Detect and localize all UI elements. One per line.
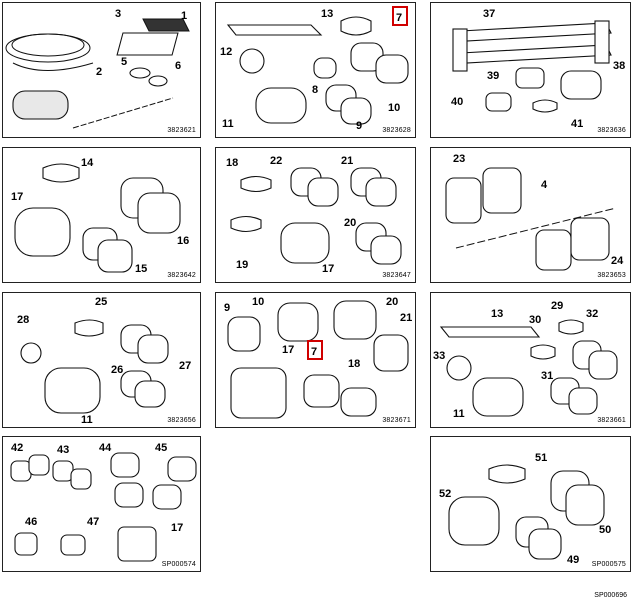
callout-label: 20 xyxy=(344,217,356,229)
callout-label: 44 xyxy=(99,442,112,454)
callout-label: 17 xyxy=(11,191,23,203)
callout-label: 47 xyxy=(87,516,99,528)
callout-label: 11 xyxy=(222,118,234,130)
callout-label: 23 xyxy=(453,153,465,165)
panel-kit-2: 13 7 12 8 11 9 10 3823628 xyxy=(215,2,416,138)
callout-label: 37 xyxy=(483,8,495,20)
callout-label: 42 xyxy=(11,442,23,454)
callout-label: 20 xyxy=(386,296,398,308)
callout-label: 39 xyxy=(487,70,499,82)
panel-kit-7: 25 28 27 26 11 3823656 xyxy=(2,292,201,428)
callout-label: 18 xyxy=(348,358,360,370)
panel-1-illustration: 1 2 3 5 6 xyxy=(5,8,190,129)
callout-label: 21 xyxy=(341,155,353,167)
callout-label: 11 xyxy=(453,408,465,420)
figure-ref: 3823621 xyxy=(167,127,196,134)
callout-label: 6 xyxy=(175,60,181,72)
panel-kit-10: 42 43 44 45 46 47 17 SP000574 xyxy=(2,436,201,572)
callout-label: 22 xyxy=(270,155,282,167)
figure-ref: 3823628 xyxy=(382,127,411,134)
callout-label: 40 xyxy=(451,96,463,108)
figure-ref: 3823642 xyxy=(167,272,196,279)
callout-label: 18 xyxy=(226,157,238,169)
figure-ref: 3823671 xyxy=(382,417,411,424)
panel-kit-9: 13 29 30 32 33 31 11 3823661 xyxy=(430,292,631,428)
panel-5-illustration: 18 22 21 20 19 17 xyxy=(226,155,402,275)
panel-3-illustration: 37 38 39 40 41 xyxy=(451,8,625,130)
figure-ref: SP000575 xyxy=(591,561,626,568)
callout-label: 19 xyxy=(236,259,248,271)
figure-ref: 3823636 xyxy=(597,127,626,134)
callout-label: 30 xyxy=(529,314,541,326)
figure-ref: 3823656 xyxy=(167,417,196,424)
figure-footer-ref: SP000696 xyxy=(594,592,627,599)
callout-label: 38 xyxy=(613,60,625,72)
callout-label: 9 xyxy=(356,120,362,132)
callout-label: 49 xyxy=(567,554,579,566)
panel-kit-4: 14 17 16 15 3823642 xyxy=(2,147,201,283)
callout-label: 7 xyxy=(396,12,402,24)
callout-label: 10 xyxy=(252,296,264,308)
callout-label: 41 xyxy=(571,118,583,130)
panel-9-illustration: 13 29 30 32 33 31 11 xyxy=(433,300,618,420)
panel-kit-3: 37 38 39 40 41 3823636 xyxy=(430,2,631,138)
callout-label: 43 xyxy=(57,444,69,456)
callout-label: 33 xyxy=(433,350,445,362)
panel-7-illustration: 25 28 27 26 11 xyxy=(17,296,191,426)
panel-kit-5: 18 22 21 20 19 17 3823647 xyxy=(215,147,416,283)
figure-ref: SP000574 xyxy=(161,561,196,568)
callout-label: 50 xyxy=(599,524,611,536)
callout-label: 13 xyxy=(491,308,503,320)
panel-kit-11: 51 52 50 49 SP000575 xyxy=(430,436,631,572)
callout-label: 4 xyxy=(541,179,548,191)
panel-6-illustration: 23 4 24 xyxy=(445,153,624,271)
callout-label: 25 xyxy=(95,296,107,308)
callout-label: 31 xyxy=(541,370,553,382)
callout-label: 5 xyxy=(121,56,127,68)
callout-label: 24 xyxy=(611,255,624,267)
callout-label: 17 xyxy=(171,522,183,534)
callout-label: 3 xyxy=(115,8,121,20)
figure-ref: 3823647 xyxy=(382,272,411,279)
callout-label: 21 xyxy=(400,312,412,324)
panel-kit-8: 9 10 20 21 17 7 18 3823671 xyxy=(215,292,416,428)
figure-ref: 3823661 xyxy=(597,417,626,424)
callout-label: 15 xyxy=(135,263,147,275)
callout-label: 46 xyxy=(25,516,37,528)
panel-10-illustration: 42 43 44 45 46 47 17 xyxy=(10,442,197,562)
callout-label: 10 xyxy=(388,102,400,114)
callout-label: 27 xyxy=(179,360,191,372)
callout-label: 52 xyxy=(439,488,451,500)
panel-8-illustration: 9 10 20 21 17 7 18 xyxy=(224,296,412,419)
panel-11-illustration: 51 52 50 49 xyxy=(439,452,611,566)
callout-label: 29 xyxy=(551,300,563,312)
panel-kit-6: 23 4 24 3823653 xyxy=(430,147,631,283)
callout-label: 17 xyxy=(322,263,334,275)
callout-label: 45 xyxy=(155,442,167,454)
panel-kit-1: 1 2 3 5 6 3823621 xyxy=(2,2,201,138)
callout-label: 32 xyxy=(586,308,598,320)
callout-label: 13 xyxy=(321,8,333,20)
figure-ref: 3823653 xyxy=(597,272,626,279)
callout-label: 1 xyxy=(181,10,187,22)
callout-label: 12 xyxy=(220,46,232,58)
callout-label: 8 xyxy=(312,84,318,96)
callout-label: 11 xyxy=(81,414,93,426)
callout-label: 51 xyxy=(535,452,547,464)
callout-label: 26 xyxy=(111,364,123,376)
callout-label: 28 xyxy=(17,314,29,326)
callout-label: 16 xyxy=(177,235,189,247)
callout-label: 9 xyxy=(224,302,230,314)
panel-4-illustration: 14 17 16 15 xyxy=(11,157,189,275)
callout-label: 2 xyxy=(96,66,102,78)
callout-label: 7 xyxy=(311,346,317,358)
callout-label: 14 xyxy=(81,157,94,169)
panel-2-illustration: 13 7 12 8 11 9 10 xyxy=(220,6,409,132)
callout-label: 17 xyxy=(282,344,294,356)
